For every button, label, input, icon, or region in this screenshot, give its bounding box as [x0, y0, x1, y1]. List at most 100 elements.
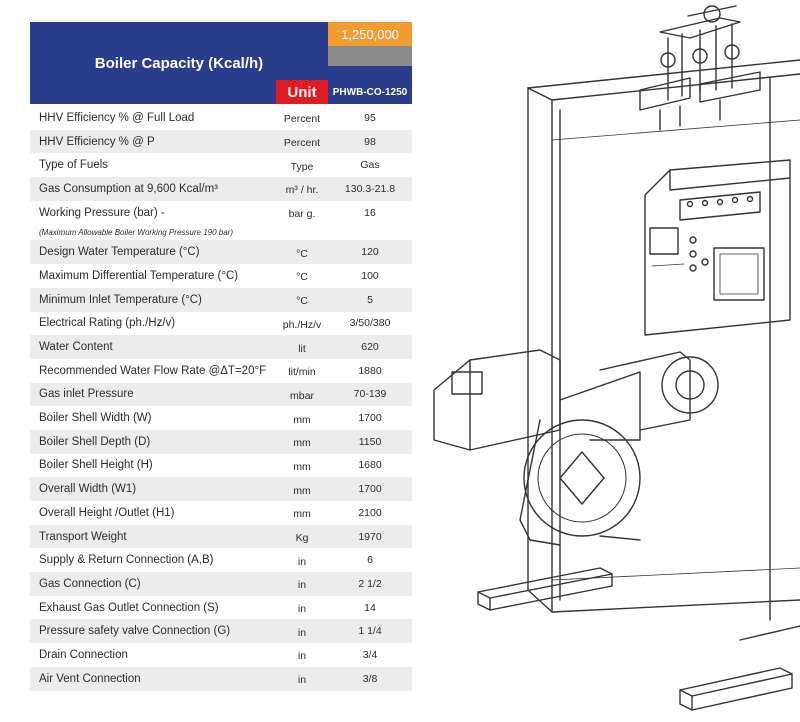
row-unit: Percent — [283, 113, 321, 126]
row-value: 1700 — [358, 412, 382, 425]
row-unit: ph./Hz/v — [282, 318, 322, 331]
row-parameter: Gas Consumption at 9,600 Kcal/m³ — [39, 182, 218, 195]
row-value: 70-139 — [353, 388, 387, 401]
table-row: Gas Connection (C) in 2 1/2 — [30, 572, 412, 596]
row-value: 120 — [361, 246, 379, 259]
top-piping — [639, 5, 761, 131]
row-parameter: Maximum Differential Temperature (°C) — [39, 269, 239, 282]
burner — [433, 349, 719, 546]
row-unit: in — [297, 579, 307, 592]
row-parameter: Recommended Water Flow Rate @ΔT=20°F — [39, 364, 267, 377]
row-unit: bar g. — [288, 208, 316, 221]
row-value: 5 — [367, 293, 373, 306]
boiler-illustration — [433, 5, 800, 711]
row-parameter: Boiler Shell Depth (D) — [39, 435, 151, 448]
row-value: 6 — [367, 554, 373, 567]
row-unit: mm — [293, 413, 311, 426]
row-unit: lit/min — [288, 366, 316, 379]
table-row: Gas inlet Pressure mbar 70-139 — [30, 382, 412, 407]
row-unit: °C — [296, 271, 308, 284]
table-row: Boiler Shell Height (H) mm 1680 — [30, 454, 412, 478]
row-parameter: Boiler Shell Width (W) — [39, 412, 152, 425]
row-value: 1680 — [358, 459, 382, 472]
row-parameter: Supply & Return Connection (A,B) — [39, 554, 214, 567]
row-unit: °C — [296, 247, 308, 260]
row-parameter: Overall Height /Outlet (H1) — [39, 506, 175, 519]
table-row: Minimum Inlet Temperature (°C) °C 5 — [30, 287, 412, 312]
row-value: 620 — [361, 341, 379, 354]
table-row: Pressure safety valve Connection (G) in 1 … — [30, 619, 412, 644]
model-header: PHWB-CO-1250 — [328, 80, 412, 104]
row-value: 98 — [364, 135, 376, 148]
row-unit: in — [297, 626, 307, 639]
row-unit: m³ / hr. — [285, 184, 319, 197]
table-title: Boiler Capacity (Kcal/h) — [30, 22, 328, 104]
row-parameter: Gas inlet Pressure — [39, 388, 134, 401]
row-unit: Type — [290, 160, 314, 173]
row-value: 1880 — [358, 364, 382, 377]
row-value: 3/8 — [362, 672, 378, 685]
unit-header: Unit — [276, 80, 328, 104]
row-value: 16 — [364, 206, 376, 219]
row-parameter: Drain Connection — [39, 648, 128, 661]
row-unit: in — [297, 555, 307, 568]
row-unit: Kg — [295, 532, 309, 545]
capacity-value: 1,250,000 — [328, 22, 412, 46]
row-value: 95 — [364, 111, 376, 124]
row-unit: °C — [296, 295, 308, 308]
row-unit: mbar — [290, 389, 314, 402]
table-row: Recommended Water Flow Rate @ΔT=20°F lit/… — [30, 359, 412, 383]
table-row: Overall Height /Outlet (H1) mm 2100 — [30, 501, 412, 525]
row-parameter: Air Vent Connection — [39, 672, 141, 685]
control-panel — [644, 159, 791, 336]
table-row: Maximum Differential Temperature (°C) °C 1… — [30, 264, 412, 288]
row-parameter: Gas Connection (C) — [39, 577, 141, 590]
row-parameter: Electrical Rating (ph./Hz/v) — [39, 317, 176, 330]
row-parameter: Minimum Inlet Temperature (°C) — [39, 293, 202, 306]
row-parameter: Pressure safety valve Connection (G) — [39, 625, 231, 638]
base-rails — [477, 567, 800, 711]
row-parameter: Working Pressure (bar) - — [39, 206, 165, 219]
table-row: Supply & Return Connection (A,B) in 6 — [30, 548, 412, 572]
row-parameter: HHV Efficiency % @ P — [39, 135, 155, 148]
row-value: 1700 — [358, 483, 382, 496]
row-parameter: Water Content — [39, 341, 113, 354]
row-parameter: Exhaust Gas Outlet Connection (S) — [39, 601, 219, 614]
row-unit: Percent — [283, 137, 321, 150]
row-value: 2 1/2 — [358, 577, 382, 590]
row-unit: mm — [293, 484, 311, 497]
table-row: HHV Efficiency % @ P Percent 98 — [30, 129, 412, 154]
row-parameter: Design Water Temperature (°C) — [39, 246, 200, 259]
table-row: Air Vent Connection in 3/8 — [30, 666, 412, 691]
boiler-cabinet — [527, 59, 800, 621]
row-value: 2100 — [358, 506, 382, 519]
row-value: 1 1/4 — [358, 625, 382, 638]
table-row: Type of Fuels Type Gas — [30, 153, 412, 177]
pressure-note-row: (Maximum Allowable Boiler Working Pressu… — [30, 224, 412, 240]
row-unit: mm — [293, 508, 311, 521]
row-parameter: HHV Efficiency % @ Full Load — [39, 111, 195, 124]
table-row: Gas Consumption at 9,600 Kcal/m³ m³ / hr.… — [30, 177, 412, 201]
row-unit: mm — [293, 437, 311, 450]
table-row: Working Pressure (bar) - bar g. 16 — [30, 201, 412, 225]
table-row: HHV Efficiency % @ Full Load Percent 95 — [30, 106, 412, 130]
row-value: 3/4 — [362, 648, 378, 661]
row-value: Gas — [360, 159, 380, 172]
row-unit: mm — [293, 460, 311, 473]
table-row: Design Water Temperature (°C) °C 120 — [30, 240, 412, 265]
row-unit: in — [297, 674, 307, 687]
row-parameter: Boiler Shell Height (H) — [39, 459, 153, 472]
header-grey-band — [328, 46, 412, 66]
row-value: 14 — [364, 601, 376, 614]
row-value: 3/50/380 — [349, 317, 391, 330]
pressure-note: (Maximum Allowable Boiler Working Pressu… — [39, 227, 233, 237]
row-value: 100 — [361, 269, 379, 282]
row-parameter: Type of Fuels — [39, 159, 109, 172]
